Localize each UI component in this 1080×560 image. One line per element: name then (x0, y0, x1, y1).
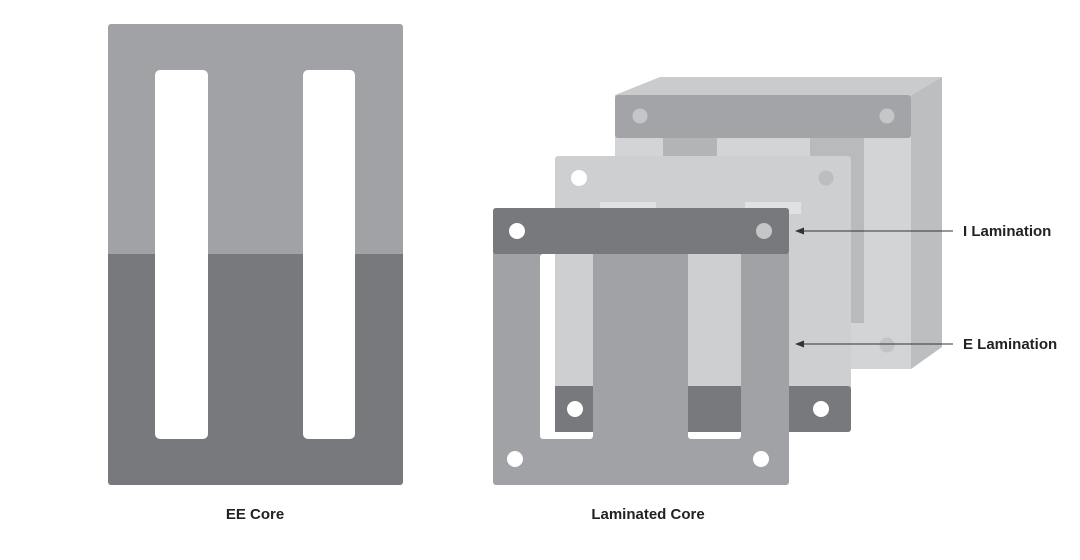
ee-core-lower-half (108, 254, 403, 485)
stack-side-face (911, 77, 942, 369)
e-lamination-label: E Lamination (963, 336, 1057, 353)
laminated-core (493, 77, 942, 485)
mounting-hole (632, 108, 648, 124)
stack-top-face (615, 77, 942, 95)
i-lamination-callout: I Lamination (795, 223, 1051, 240)
arrowhead (795, 227, 804, 235)
mounting-hole (753, 451, 769, 467)
visible-strip (688, 386, 741, 432)
mounting-hole (507, 451, 523, 467)
front-lamination (493, 208, 789, 485)
mounting-hole (509, 223, 525, 239)
e-lamination-callout: E Lamination (795, 336, 1057, 353)
arrowhead (795, 340, 804, 348)
mounting-hole (879, 108, 895, 124)
ee-core (108, 24, 403, 485)
mounting-hole (567, 401, 583, 417)
i-lamination-label: I Lamination (963, 223, 1051, 240)
ee-core-right-window (303, 70, 355, 439)
ee-core-left-window (155, 70, 208, 439)
visible-limb (555, 254, 593, 386)
mounting-hole (813, 401, 829, 417)
back-i-bar (615, 95, 911, 138)
mounting-hole (879, 337, 895, 353)
mounting-hole (818, 170, 834, 186)
visible-limb (688, 254, 741, 386)
mounting-hole (571, 170, 587, 186)
back-limb (663, 138, 717, 158)
front-i-bar (493, 208, 789, 254)
mounting-hole (756, 223, 772, 239)
ee-core-label: EE Core (226, 506, 284, 523)
laminated-core-label: Laminated Core (591, 506, 704, 523)
ee-core-upper-half (108, 24, 403, 254)
